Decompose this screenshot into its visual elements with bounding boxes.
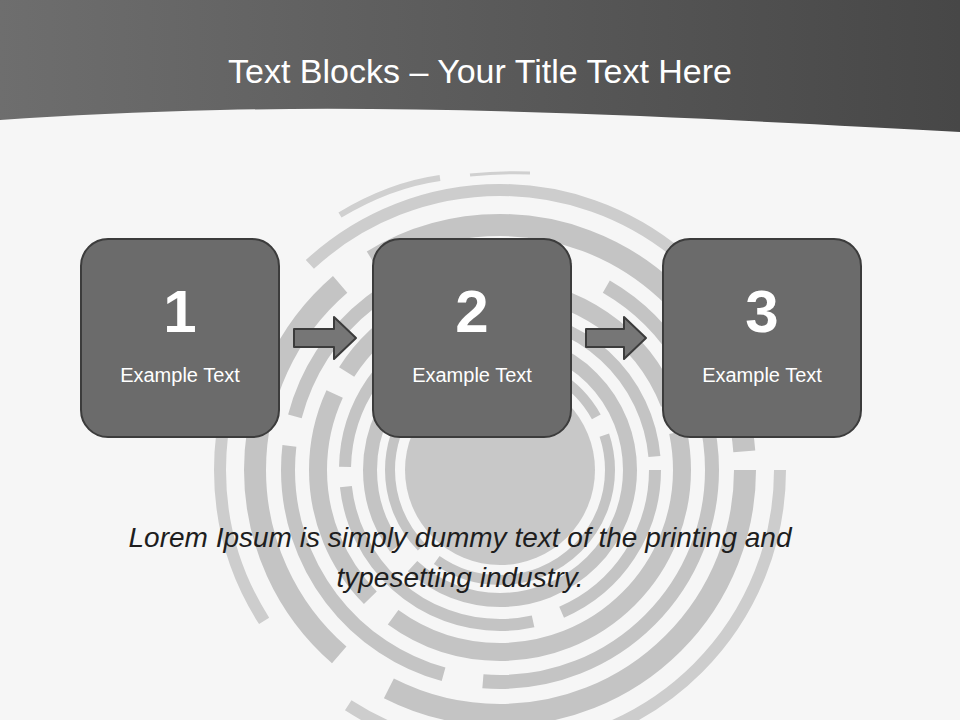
step-number: 1 bbox=[163, 282, 196, 342]
step-label: Example Text bbox=[412, 364, 532, 387]
block-arrow bbox=[294, 317, 356, 359]
step-number: 3 bbox=[745, 282, 778, 342]
step-number: 2 bbox=[455, 282, 488, 342]
slide-title: Text Blocks – Your Title Text Here bbox=[0, 52, 960, 91]
block-arrow bbox=[586, 317, 646, 359]
caption-text: Lorem Ipsum is simply dummy text of the … bbox=[100, 518, 820, 598]
step-box: 2Example Text bbox=[372, 238, 572, 438]
step-label: Example Text bbox=[120, 364, 240, 387]
step-box: 3Example Text bbox=[662, 238, 862, 438]
step-box: 1Example Text bbox=[80, 238, 280, 438]
step-label: Example Text bbox=[702, 364, 822, 387]
header-band bbox=[0, 0, 960, 132]
